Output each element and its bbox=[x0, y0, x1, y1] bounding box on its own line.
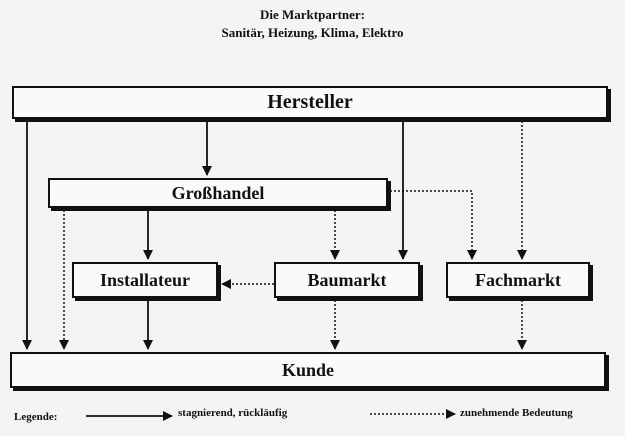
node-grosshandel: Großhandel bbox=[48, 178, 388, 208]
diagram-subtitle: Sanitär, Heizung, Klima, Elektro bbox=[221, 25, 404, 40]
node-hersteller: Hersteller bbox=[12, 86, 608, 119]
diagram-title: Die Marktpartner: bbox=[259, 7, 366, 22]
node-kunde: Kunde bbox=[10, 352, 606, 388]
node-fachmarkt: Fachmarkt bbox=[446, 262, 590, 298]
legend-dotted-text: zunehmende Bedeutung bbox=[460, 407, 573, 419]
node-baumarkt: Baumarkt bbox=[274, 262, 420, 298]
node-installateur: Installateur bbox=[72, 262, 218, 298]
legend-label: Legende: bbox=[14, 411, 58, 423]
arrow-grosshandel-fachmarkt bbox=[390, 190, 477, 260]
legend-solid-text: stagnierend, rückläufig bbox=[178, 407, 288, 419]
